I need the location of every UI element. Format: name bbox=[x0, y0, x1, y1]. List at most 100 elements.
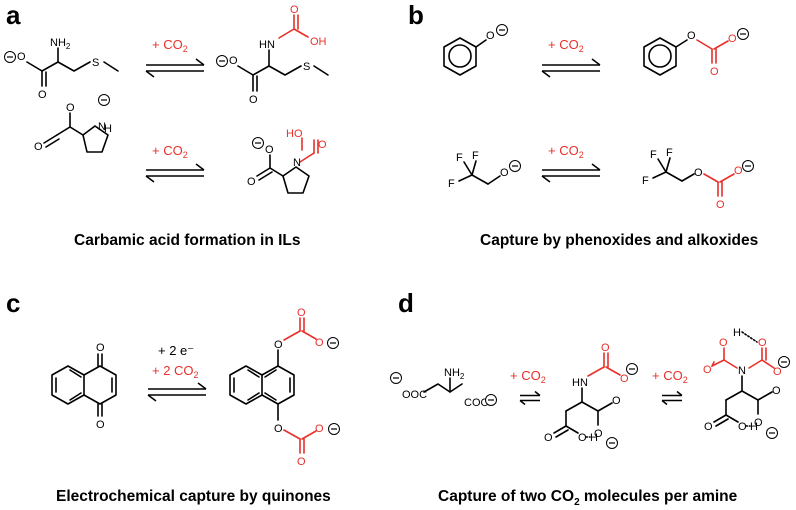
atom-o-label: O bbox=[704, 421, 713, 433]
caption-d-pre: Capture of two CO bbox=[438, 488, 575, 505]
atom-o-label: O bbox=[247, 176, 256, 188]
atom-f-label: F bbox=[448, 178, 455, 190]
atom-o-label: O bbox=[758, 337, 767, 349]
panel-letter-a: a bbox=[6, 0, 21, 30]
panel-letter-b: b bbox=[408, 0, 424, 30]
aspartate-dicarbamate: N O H O O O O O O O H bbox=[703, 327, 791, 440]
atom-o-label: O bbox=[96, 342, 105, 354]
caption-panel-d: Capture of two CO2 molecules per amine bbox=[438, 488, 737, 508]
naphthoquinone: O O bbox=[51, 342, 117, 431]
atom-h-label: H bbox=[750, 421, 758, 433]
atom-n-label: N bbox=[98, 121, 106, 133]
aspartate-monocarbamate: HN O O O O O O H bbox=[544, 342, 639, 450]
caption-d-post: molecules per amine bbox=[579, 488, 738, 505]
atom-o-label: O bbox=[710, 66, 719, 78]
methionine-anion: O O NH2 S bbox=[3, 37, 119, 101]
panel-letter-d: d bbox=[398, 288, 414, 318]
atom-h-label: H bbox=[733, 327, 741, 339]
reagent-co2-label: + CO2 bbox=[548, 143, 584, 160]
atom-o-label: O bbox=[66, 102, 75, 114]
atom-o-label: O bbox=[38, 89, 47, 101]
atom-o-label: O bbox=[34, 141, 43, 153]
atom-o-label: O bbox=[315, 337, 324, 349]
atom-s-label: S bbox=[92, 57, 99, 69]
atom-o-label: O bbox=[754, 417, 763, 429]
panel-letter-c: c bbox=[6, 288, 21, 318]
reagent-electrons-label: + 2 e⁻ bbox=[158, 343, 194, 358]
reagent-co2-label: + CO2 bbox=[548, 37, 584, 54]
atom-ooc-label: OOC bbox=[402, 389, 427, 401]
trifluoroethoxide: F F F O bbox=[448, 150, 522, 190]
atom-ho-label: HO bbox=[286, 128, 303, 140]
reaction-arrow-d2: + CO2 bbox=[652, 368, 688, 406]
atom-o-label: O bbox=[620, 373, 629, 385]
atom-s-label: S bbox=[303, 61, 310, 73]
caption-d-sub: 2 bbox=[574, 497, 580, 509]
atom-o-label: O bbox=[773, 366, 782, 378]
atom-o-label: O bbox=[297, 456, 306, 468]
atom-o-label: O bbox=[274, 339, 283, 351]
reaction-arrow-d1: + CO2 bbox=[510, 368, 546, 406]
atom-o-label: O bbox=[229, 55, 238, 67]
reagent-co2-label: + CO2 bbox=[510, 368, 546, 385]
reagent-co2-label: + CO2 bbox=[152, 37, 188, 54]
reaction-arrow-b1: + CO2 bbox=[541, 37, 601, 78]
phenoxide: O bbox=[443, 23, 509, 76]
atom-o-label: O bbox=[290, 4, 299, 16]
atom-nh2-label: NH2 bbox=[50, 37, 71, 51]
atom-o-label: O bbox=[734, 165, 743, 177]
atom-f-label: F bbox=[650, 149, 657, 161]
atom-oh-label: O bbox=[738, 421, 747, 433]
atom-hn-label: HN bbox=[259, 39, 275, 51]
trifluoroethyl-carbonate: F F F O O O bbox=[642, 147, 755, 211]
atom-o-label: O bbox=[265, 144, 274, 156]
atom-n-label: N bbox=[738, 365, 746, 377]
atom-o-label: O bbox=[249, 94, 258, 106]
atom-o-label: O bbox=[96, 419, 105, 431]
atom-o-label: O bbox=[716, 199, 725, 211]
atom-o-label: O bbox=[486, 30, 495, 42]
atom-o-label: O bbox=[274, 423, 283, 435]
atom-o-label: O bbox=[17, 51, 26, 63]
atom-coo-label: COO bbox=[464, 397, 490, 409]
naphthalene-dicarbonate: O O O O O O bbox=[229, 307, 341, 468]
atom-o-label: O bbox=[612, 395, 621, 407]
atom-o-label: O bbox=[500, 167, 509, 179]
atom-hn-label: HN bbox=[572, 377, 588, 389]
atom-o-label: O bbox=[703, 364, 712, 376]
aspartate-anion: OOC NH2 COO bbox=[389, 367, 498, 409]
atom-o-label: O bbox=[687, 30, 696, 42]
atom-f-label: F bbox=[642, 175, 649, 187]
atom-o-label: O bbox=[601, 342, 610, 354]
atom-oh-label: O bbox=[578, 432, 587, 444]
atom-o-label: O bbox=[315, 423, 324, 435]
atom-f-label: F bbox=[456, 152, 463, 164]
atom-o-label: O bbox=[544, 432, 553, 444]
atom-o-label: O bbox=[719, 337, 728, 349]
reaction-arrow-a1: + CO2 bbox=[145, 37, 205, 78]
caption-panel-c: Electrochemical capture by quinones bbox=[56, 488, 331, 505]
atom-o-label: O bbox=[694, 167, 703, 179]
proline-carbamic-acid: O O N HO O bbox=[247, 128, 327, 194]
reaction-arrow-c: + 2 e⁻ + 2 CO2 bbox=[147, 343, 207, 402]
atom-o-label: O bbox=[594, 428, 603, 440]
atom-nh-label: H bbox=[104, 123, 112, 135]
atom-nh2-label: NH2 bbox=[444, 367, 465, 381]
proline-anion: O O H N bbox=[34, 93, 112, 153]
reaction-arrow-a2: + CO2 bbox=[145, 143, 205, 183]
atom-f-label: F bbox=[666, 147, 673, 159]
atom-n-label: N bbox=[293, 157, 301, 169]
atom-o-label: O bbox=[318, 139, 327, 151]
caption-panel-b: Capture by phenoxides and alkoxides bbox=[480, 232, 759, 249]
atom-o-label: O bbox=[772, 385, 781, 397]
atom-o-label: O bbox=[297, 307, 306, 319]
atom-o-label: O bbox=[728, 33, 737, 45]
reagent-co2-label: + 2 CO2 bbox=[152, 363, 199, 380]
methionine-carbamate: O O HN O OH S bbox=[215, 4, 329, 106]
atom-h-label: H bbox=[590, 432, 598, 444]
caption-panel-a: Carbamic acid formation in ILs bbox=[74, 232, 301, 249]
reagent-co2-label: + CO2 bbox=[152, 143, 188, 160]
reaction-arrow-b2: + CO2 bbox=[541, 143, 601, 183]
phenyl-carbonate: O O O bbox=[643, 27, 750, 78]
